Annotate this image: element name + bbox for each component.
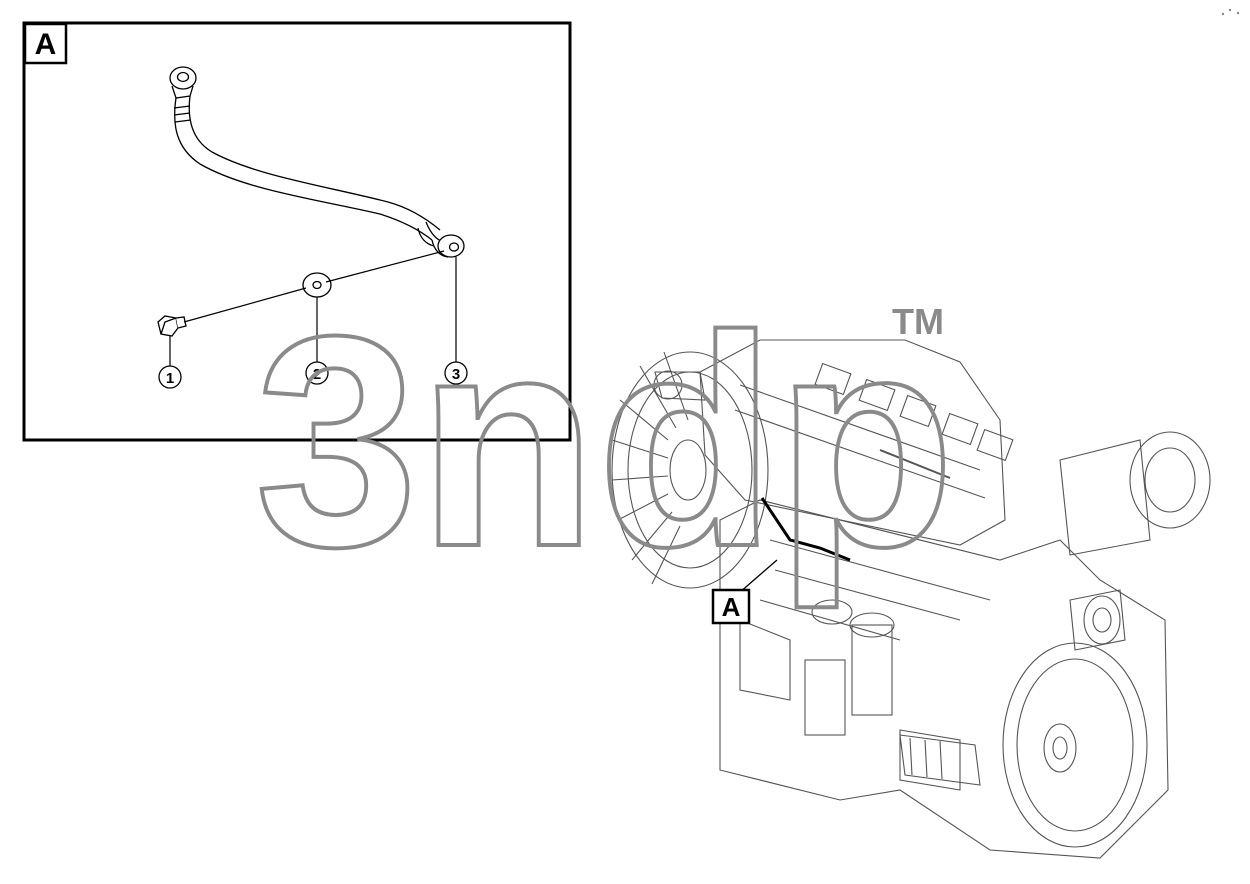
ground-strap — [169, 66, 465, 258]
engine-block — [719, 499, 1169, 859]
callout-2: 2 — [305, 361, 329, 385]
callout-3-number: 3 — [452, 366, 460, 383]
flywheel — [1002, 642, 1148, 848]
engine-detail-marker: A — [711, 559, 778, 625]
watermark: 3ndp TM — [253, 271, 957, 613]
cylinder-head — [653, 339, 1014, 546]
engine-illustration — [611, 339, 1211, 859]
detail-label-box — [23, 22, 68, 65]
starter-motor — [899, 734, 981, 786]
watermark-trademark: TM — [892, 301, 944, 342]
fan — [611, 351, 769, 589]
detail-view-a: A — [22, 21, 572, 442]
turbocharger — [1059, 431, 1211, 651]
washer — [302, 272, 332, 298]
detail-frame — [22, 21, 572, 442]
callout-2-number: 2 — [313, 366, 321, 383]
callout-3: 3 — [444, 361, 468, 385]
engine-strap-location — [760, 497, 851, 562]
bolt — [157, 315, 187, 337]
detail-label: A — [35, 28, 57, 61]
corner-mark — [1221, 8, 1240, 16]
assembly-line — [183, 250, 445, 323]
engine-detail-marker-label: A — [722, 592, 741, 622]
callout-1-number: 1 — [166, 370, 174, 387]
watermark-logo: 3ndp — [255, 273, 955, 611]
callout-1: 1 — [158, 365, 182, 389]
